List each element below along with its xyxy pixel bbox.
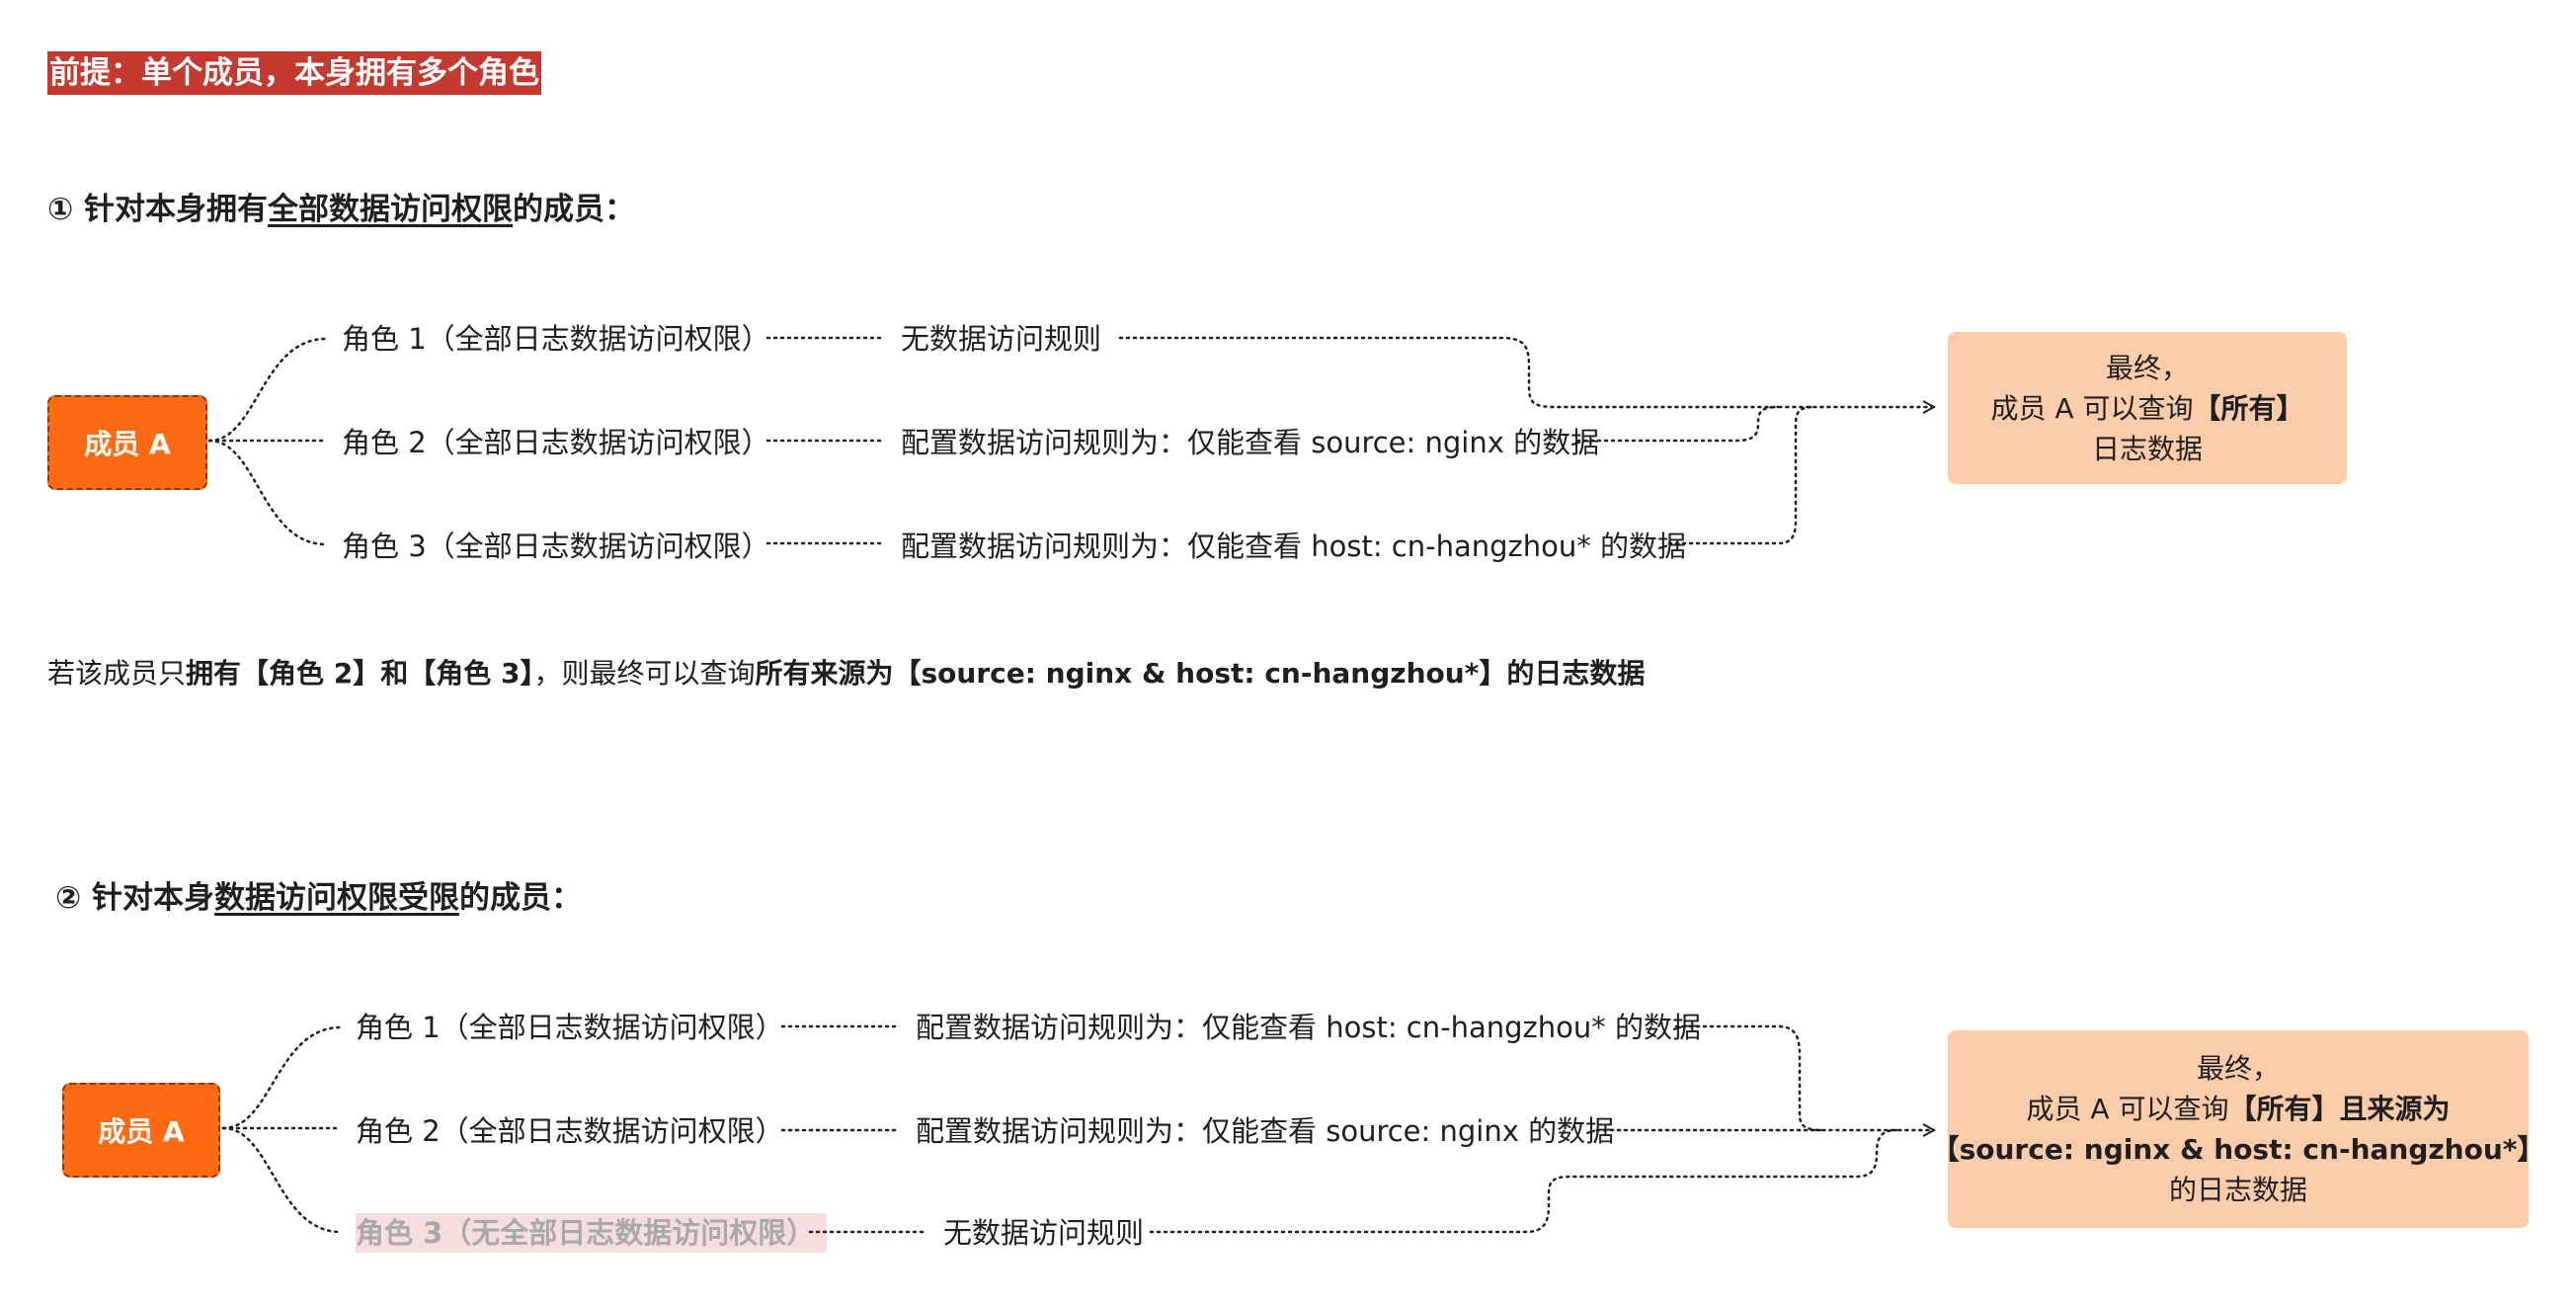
section1-rule-1: 无数据访问规则 [901, 322, 1102, 356]
s1-merge-1 [1118, 336, 1934, 407]
conclusion-text-2: ，则最终可以查询 [533, 657, 756, 690]
section2-result-line3-bold: 【source: nginx & host: cn-hangzhou*】 [1931, 1133, 2545, 1166]
s2-branch-role3 [221, 1126, 343, 1234]
s2-merge-3 [1149, 1128, 1898, 1234]
premise-banner: 前提：单个成员，本身拥有多个角色 [47, 51, 541, 95]
section1-heading-suffix: 的成员： [513, 192, 636, 227]
section1-heading: ① 针对本身拥有全部数据访问权限的成员： [47, 190, 635, 229]
section1-role-2: 角色 2（全部日志数据访问权限） [342, 426, 770, 459]
s1-branch-role3 [207, 439, 328, 546]
section2-role-1: 角色 1（全部日志数据访问权限） [356, 1011, 784, 1044]
section2-role-3: 角色 3（无全部日志数据访问权限） [356, 1213, 828, 1253]
section2-result-line4: 的日志数据 [2168, 1174, 2307, 1206]
s2-merge-1 [1674, 1024, 1934, 1130]
section1-result-line2-bold: 【所有】 [2193, 391, 2304, 425]
section2-result-line2: 成员 A 可以查询【所有】且来源为 [2027, 1089, 2451, 1129]
conclusion-bold-2: 所有来源为【source: nginx & host: cn-hangzhou*… [755, 657, 1646, 690]
s1-merge-2 [1575, 405, 1780, 443]
section1-heading-underlined: 全部数据访问权限 [268, 192, 514, 227]
section1-heading-prefix: ① 针对本身拥有 [47, 192, 269, 227]
section2-heading-suffix: 的成员： [459, 880, 583, 916]
section2-result-line1: 最终， [2196, 1052, 2280, 1085]
section2-rule-2: 配置数据访问规则为：仅能查看 source: nginx 的数据 [916, 1114, 1615, 1148]
section1-result-line1: 最终， [2105, 351, 2189, 384]
section2-member-node: 成员 A [62, 1083, 220, 1178]
section2-result-line2-bold: 【所有】且来源为 [2228, 1093, 2451, 1125]
conclusion-text-1: 若该成员只 [47, 657, 187, 690]
section2-heading-underlined: 数据访问权限受限 [214, 880, 460, 916]
section1-rule-2: 配置数据访问规则为：仅能查看 source: nginx 的数据 [901, 426, 1600, 459]
s1-merge-3 [1667, 405, 1817, 545]
section2-heading: ② 针对本身数据访问权限受限的成员： [55, 878, 582, 918]
section1-conclusion: 若该成员只拥有【角色 2】和【角色 3】，则最终可以查询所有来源为【source… [47, 654, 1645, 694]
section1-result-box: 最终， 成员 A 可以查询【所有】 日志数据 [1948, 332, 2347, 484]
section2-rule-1: 配置数据访问规则为：仅能查看 host: cn-hangzhou* 的数据 [916, 1011, 1701, 1044]
section1-result-line2-prefix: 成员 A 可以查询 [1990, 391, 2194, 425]
section1-role-3: 角色 3（全部日志数据访问权限） [342, 530, 770, 563]
section1-result-line3: 日志数据 [2091, 432, 2203, 465]
section1-role-1: 角色 1（全部日志数据访问权限） [342, 322, 770, 356]
s1-branch-role1 [207, 337, 328, 443]
section1-rule-3: 配置数据访问规则为：仅能查看 host: cn-hangzhou* 的数据 [901, 530, 1686, 563]
section1-result-line2: 成员 A 可以查询【所有】 [1991, 388, 2304, 429]
s2-branch-role1 [221, 1025, 343, 1130]
section2-heading-prefix: ② 针对本身 [55, 880, 215, 916]
section2-role-2: 角色 2（全部日志数据访问权限） [356, 1114, 784, 1148]
section2-result-line3: 【source: nginx & host: cn-hangzhou*】 [1932, 1129, 2545, 1170]
section2-result-line2-prefix: 成员 A 可以查询 [2026, 1093, 2229, 1125]
conclusion-bold-1: 拥有【角色 2】和【角色 3】 [186, 657, 534, 690]
section2-result-box: 最终， 成员 A 可以查询【所有】且来源为 【source: nginx & h… [1932, 1030, 2544, 1228]
section2-rule-3: 无数据访问规则 [943, 1216, 1145, 1250]
section1-member-node: 成员 A [47, 395, 207, 490]
